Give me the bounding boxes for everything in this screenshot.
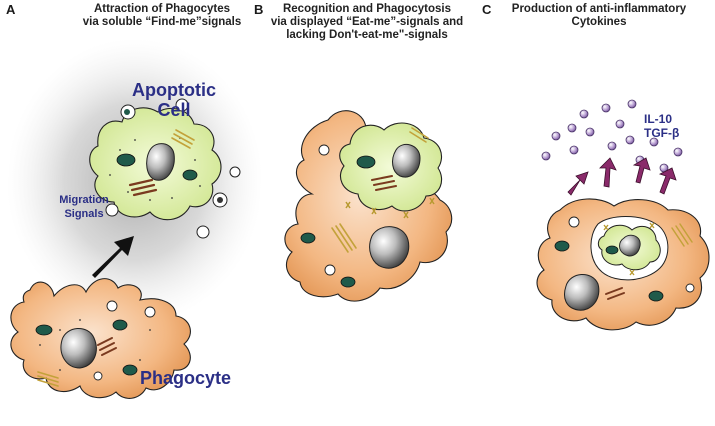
cytokine-dot-icon bbox=[551, 131, 561, 141]
cytokine-label: IL-10 TGF-β bbox=[644, 112, 679, 140]
panel-a bbox=[6, 38, 263, 399]
panel-b bbox=[284, 110, 453, 302]
panel-a-letter: A bbox=[6, 2, 16, 17]
panel-b-letter: B bbox=[254, 2, 264, 17]
cytokine-dots bbox=[541, 99, 683, 173]
apoptotic-cell-label-line1: Apoptotic bbox=[132, 80, 216, 100]
apoptotic-cell-label-line2: Cell bbox=[157, 100, 191, 120]
cytokine-arrow-icon bbox=[658, 167, 677, 195]
migration-signals-label: Migration Signals bbox=[44, 193, 124, 221]
cytokine-dot-icon bbox=[625, 135, 635, 145]
cytokine-arrows bbox=[567, 157, 677, 196]
migration-signals-label-line1: Migration bbox=[59, 194, 109, 206]
panel-b-title: Recognition and Phagocytosis via display… bbox=[262, 3, 472, 42]
cytokine-dot-icon bbox=[673, 147, 683, 157]
panel-c-title: Production of anti-inflammatory Cytokine… bbox=[488, 3, 710, 29]
cytokine-label-line1: IL-10 bbox=[644, 112, 673, 126]
panel-c-title-line2: Cytokines bbox=[571, 16, 627, 28]
cytokine-dot-icon bbox=[627, 99, 637, 109]
apoptotic-cell-icon bbox=[89, 98, 241, 239]
panel-b-title-line3: lacking Don't-eat-me"-signals bbox=[286, 29, 448, 41]
migration-signals-label-line2: Signals bbox=[64, 208, 104, 220]
cytokine-arrow-icon bbox=[567, 171, 589, 196]
apoptotic-cell-label: Apoptotic Cell bbox=[104, 80, 244, 120]
panel-b-title-line1: Recognition and Phagocytosis bbox=[282, 3, 452, 15]
panel-a-title-line2: via soluble “Find-me”signals bbox=[82, 16, 242, 28]
cytokine-dot-icon bbox=[569, 145, 579, 155]
panel-c bbox=[536, 99, 710, 331]
panel-a-title: Attraction of Phagocytes via soluble “Fi… bbox=[52, 3, 272, 29]
panel-c-title-line1: Production of anti-inflammatory bbox=[511, 3, 687, 15]
panel-b-title-line2: via displayed “Eat-me”-signals and bbox=[270, 16, 464, 28]
cytokine-dot-icon bbox=[541, 151, 551, 161]
phagocyte-icon bbox=[10, 278, 191, 399]
cytokine-dot-icon bbox=[649, 137, 659, 147]
panel-a-title-line1: Attraction of Phagocytes bbox=[93, 3, 231, 15]
cytokine-arrow-icon bbox=[632, 157, 651, 184]
migration-arrow-icon bbox=[92, 236, 134, 278]
cytokine-dot-icon bbox=[601, 103, 611, 113]
cytokine-dot-icon bbox=[585, 127, 595, 137]
apoptotic-cell-b-icon bbox=[339, 122, 443, 212]
cytokine-dot-icon bbox=[607, 141, 617, 151]
cytokine-dot-icon bbox=[615, 119, 625, 129]
cytokine-dot-icon bbox=[567, 123, 577, 133]
cytokine-dot-icon bbox=[579, 109, 589, 119]
cytokine-label-line2: TGF-β bbox=[644, 126, 680, 140]
phagocyte-label: Phagocyte bbox=[140, 368, 232, 388]
cytokine-arrow-icon bbox=[599, 157, 617, 188]
panel-c-letter: C bbox=[482, 2, 492, 17]
